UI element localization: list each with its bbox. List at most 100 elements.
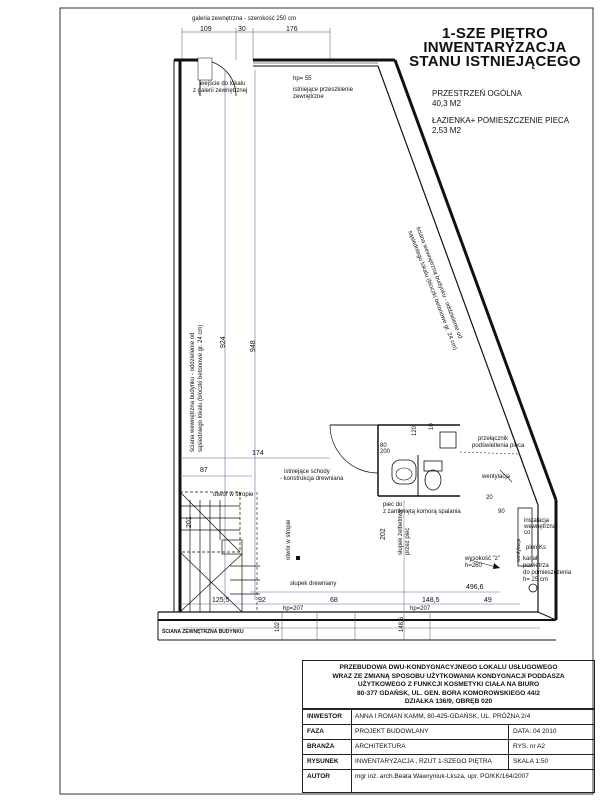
furnace [439, 431, 457, 449]
glazing-note-1: istniejące przeszklenie [293, 87, 354, 93]
air-note-4: h= 25 cm [523, 577, 548, 583]
row-value: ANNA I ROMAN KAMM, 80-425-GDAŃSK, UL. PR… [355, 713, 531, 720]
hp207-left: hp=207 [283, 606, 304, 612]
opening-note-2: otwór w stropie [286, 519, 292, 560]
dim-10: 10 [429, 423, 435, 430]
dim-200: 200 [380, 449, 391, 455]
dim-90: 90 [498, 509, 505, 515]
air-note-1: kanał [523, 556, 538, 562]
dim-201: 201 [186, 516, 193, 528]
row-branch: BRANŻA ARCHITEKTURA RYS. nr A2 [303, 739, 594, 754]
furnace-note-2: z zamkniętą komorą spalania [383, 509, 461, 515]
glazing-note-2: zewnętrzne [293, 94, 324, 100]
dim-148: 148,5 [422, 597, 440, 604]
install-note-1: instalacja [524, 518, 550, 524]
row-value: INWENTARYZACJA , RZUT 1-SZEGO PIĘTRA [355, 758, 492, 765]
dim-102: 102 [275, 621, 281, 632]
install-note-3: co [524, 530, 531, 536]
switch-note-2: podświetlenia pieca [472, 443, 525, 449]
project-line-1: PRZEBUDOWA DWU-KONDYGNACYJNEGO LOKALU US… [339, 664, 558, 671]
dim-20: 20 [486, 495, 493, 501]
row-drawing: RYSUNEK INWENTARYZACJA , RZUT 1-SZEGO PI… [303, 754, 594, 769]
wooden-column [296, 556, 300, 560]
pillar-note-1: słupek żelbetowy [398, 509, 404, 555]
dim-30: 30 [238, 26, 246, 33]
project-line-5: DZIAŁKA 136/9, OBRĘB 020 [404, 698, 493, 706]
sheet-border [59, 7, 594, 795]
entrance-note-1: wejście do lokalu [200, 81, 246, 87]
dim-125: 125,5 [212, 597, 230, 604]
dim-109: 109 [200, 26, 212, 33]
dim-120: 120 [412, 425, 418, 436]
row-phase: FAZA PROJEKT BUDOWLANY DATA: 04 2010 [303, 724, 594, 739]
dim-92: 92 [258, 597, 266, 604]
area-bathroom-value: 2,53 M2 [432, 126, 461, 135]
area-general-label: PRZESTRZEŃ OGÓLNA [432, 89, 522, 98]
stairs-note-1: istniejące schody [284, 469, 330, 475]
pion-ks-icon [528, 583, 538, 593]
drawing-title-line1: 1-SZE PIĘTRO [441, 25, 549, 42]
row-label: FAZA [307, 728, 324, 735]
left-wall-note-2: sąsiedniego lokalu (bloczki betonowe gr.… [198, 324, 204, 452]
bottom-wall-note: ŚCIANA ZEWNĘTRZNA BUDYNKU [162, 629, 244, 635]
row-label: BRANŻA [307, 743, 335, 750]
row-label: INWESTOR [307, 713, 342, 720]
dim-176: 176 [286, 26, 298, 33]
pillar-note-2: przez piec [405, 527, 411, 555]
area-bathroom-label: ŁAZIENKA+ POMIESZCZENIE PIECA [432, 116, 570, 125]
drawing-title-line3: STANU ISTNIEJĄCEGO [409, 53, 581, 70]
fan-box-label: wentylacja [516, 537, 522, 562]
dim-174: 174 [252, 450, 264, 457]
dim-496: 496,6 [466, 584, 484, 591]
hp207-right: hp=207 [410, 606, 431, 612]
dim-924: 924 [220, 336, 227, 348]
row-extra: DATA: 04 2010 [513, 728, 557, 735]
row-extra: SKALA 1:50 [513, 758, 549, 765]
entrance-note-2: z galerii zewnętrznej [193, 88, 248, 94]
dim-49: 49 [484, 597, 492, 604]
title-block-header: PRZEBUDOWA DWU-KONDYGNACYJNEGO LOKALU US… [303, 661, 594, 709]
vent-note: wentylacja [482, 474, 511, 480]
left-wall-note-1: ściana wewnętrzna budynku - oddzielenie … [190, 332, 196, 452]
row-investor: INWESTOR ANNA I ROMAN KAMM, 80-425-GDAŃS… [303, 709, 594, 724]
dim-87: 87 [200, 467, 208, 474]
project-line-3: UŻYTKOWEGO Z FUNKCJI KOSMETYKI CIAŁA NA … [357, 681, 540, 689]
row-extra: RYS. nr A2 [513, 743, 546, 750]
dim-68: 68 [330, 597, 338, 604]
drawing-title-line2: INWENTARYZACJA [423, 39, 567, 56]
air-note-2: powietrza [523, 563, 549, 569]
column-note: słupek drewniany [290, 581, 337, 587]
row-author: AUTOR mgr inż. arch.Beata Wawryniuk-Lksz… [303, 769, 594, 791]
arrow-head-icon [493, 563, 500, 569]
row-label: AUTOR [307, 773, 330, 780]
switch-note-1: przełącznik [478, 436, 509, 442]
height-note-value: h=260 [465, 563, 482, 569]
stairs [179, 491, 260, 613]
hp55-note: hp= 55 [293, 76, 312, 82]
title-block-divider-right [508, 724, 509, 769]
outer-walls [157, 58, 558, 641]
row-value: PROJEKT BUDOWLANY [355, 728, 429, 735]
toilet [423, 460, 443, 472]
project-line-2: WRAZ ZE ZMIANĄ SPOSOBU UŻYTKOWANIA KONDY… [332, 672, 565, 680]
title-block: PRZEBUDOWA DWU-KONDYGNACYJNEGO LOKALU US… [302, 660, 595, 793]
gallery-note: galeria zewnętrzna - szerokość 250 cm [192, 16, 297, 22]
dim-202: 202 [380, 528, 387, 540]
dim-80: 80 [380, 443, 387, 449]
row-value: mgr inż. arch.Beata Wawryniuk-Lksza, upr… [355, 773, 529, 780]
opening-note-1: otwór w stropie [213, 492, 254, 498]
install-note-2: wewnętrzna [524, 524, 557, 530]
air-note-3: do pomieszczenia [523, 570, 572, 576]
title-block-divider [351, 709, 352, 792]
pion-note: pion Ks [526, 545, 547, 551]
sink [391, 459, 417, 485]
dim-948: 948 [250, 340, 257, 352]
area-general-value: 40,3 M2 [432, 99, 461, 108]
row-value: ARCHITEKTURA [355, 743, 406, 750]
install-box [517, 507, 533, 567]
row-label: RYSUNEK [307, 758, 339, 765]
furnace-note-1: piec do [383, 502, 403, 508]
height-note-label: wysokość "z" [465, 556, 500, 562]
stairs-note-2: - konstrukcja drewniana [280, 476, 344, 482]
